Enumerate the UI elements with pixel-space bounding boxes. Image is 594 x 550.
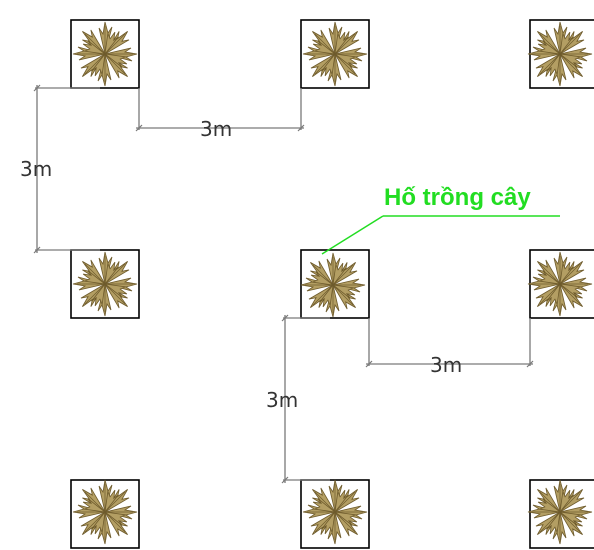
dimension-label-top: 3m	[200, 117, 232, 141]
planting-pit	[527, 19, 594, 89]
planting-pit	[527, 249, 594, 319]
dimension-label-left: 3m	[20, 157, 52, 181]
planting-pit	[527, 479, 594, 549]
dimension-label-middle-vertical: 3m	[266, 388, 298, 412]
dimension-top-horizontal	[135, 88, 305, 132]
planting-pit	[70, 19, 140, 89]
planting-pit	[300, 19, 370, 89]
callout-leader	[321, 215, 560, 255]
dimension-left-vertical	[33, 84, 100, 254]
dimension-label-middle: 3m	[430, 353, 462, 377]
planting-pit	[300, 479, 370, 549]
planting-pit	[300, 249, 370, 319]
planting-pits	[70, 19, 594, 549]
planting-pit	[70, 249, 140, 319]
dimension-middle-horizontal	[365, 318, 534, 368]
callout-label-planting-pit: Hố trồng cây	[384, 184, 531, 211]
planting-pit	[70, 479, 140, 549]
dimension-middle-vertical	[281, 314, 330, 484]
